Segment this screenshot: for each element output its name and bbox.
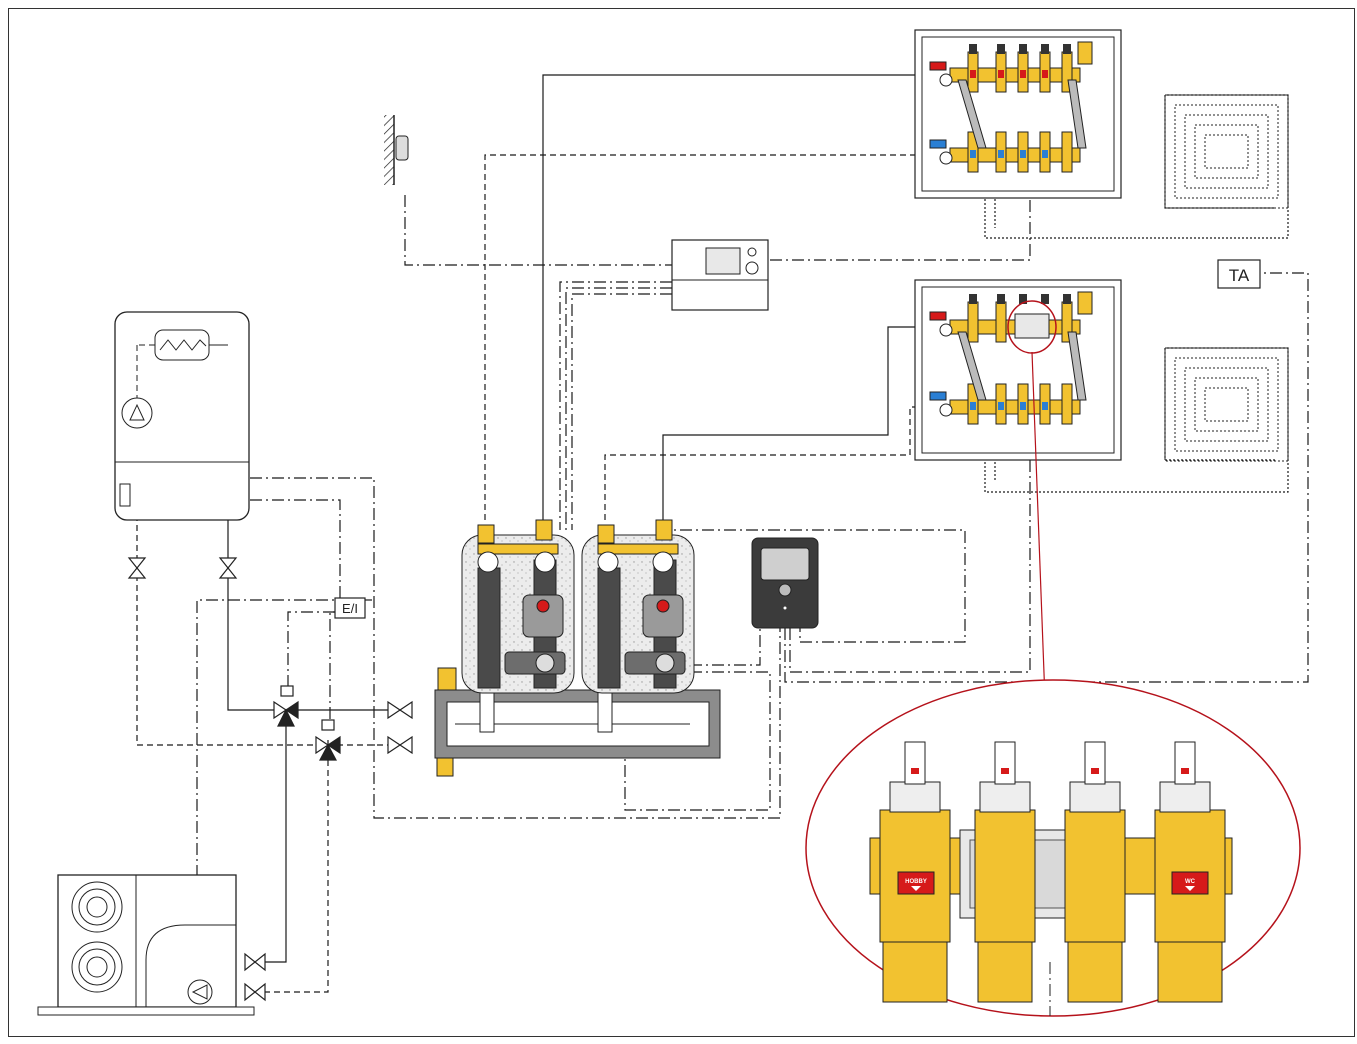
pump-group-1 xyxy=(461,519,575,694)
wire-controller2-1 xyxy=(658,529,966,643)
wire-boiler-1 xyxy=(250,477,781,819)
climate-controller xyxy=(671,239,769,311)
wire-ei-down xyxy=(196,599,350,875)
boiler-valves xyxy=(127,557,238,579)
zone-controller xyxy=(751,537,819,629)
wire-controller-pump-1 xyxy=(559,281,672,530)
wc-tag xyxy=(1171,871,1209,895)
diverter-valves xyxy=(273,685,341,761)
zoom-leader-line xyxy=(1031,351,1046,701)
ei-module: E/I xyxy=(334,597,366,619)
zoom-detail: HOBBY WC xyxy=(805,679,1301,1017)
return-line-top-manifold xyxy=(484,154,930,520)
pump-group-2 xyxy=(581,519,695,694)
outer-border xyxy=(8,8,1355,1037)
wire-controller2-4 xyxy=(789,460,1031,673)
manifold-top xyxy=(914,29,1122,199)
room-thermostat: TA xyxy=(1217,259,1261,289)
wc-tag-label: WC xyxy=(1185,879,1196,885)
hp-return-line xyxy=(265,740,329,993)
boiler-supply-line xyxy=(227,345,390,711)
floor-loop-top xyxy=(1164,94,1289,209)
wire-controller-pump-3 xyxy=(571,293,672,530)
wire-ei-valve xyxy=(287,611,335,690)
hydraulic-header xyxy=(434,667,721,777)
manifold-bottom xyxy=(914,279,1122,461)
ta-label: TA xyxy=(1229,266,1250,285)
wire-controller-pump-2 xyxy=(565,287,672,530)
heat-pump xyxy=(37,874,255,1016)
floor-loop-bottom xyxy=(1164,347,1289,462)
wire-controller2-2 xyxy=(690,628,761,666)
supply-line-bottom-manifold xyxy=(662,326,930,520)
boiler xyxy=(114,311,250,521)
wire-controller2-3 xyxy=(624,671,771,811)
return-line-bottom-manifold xyxy=(604,406,930,520)
gate-valves xyxy=(244,700,413,1002)
hobby-tag-label: HOBBY xyxy=(905,879,927,885)
wire-ta xyxy=(784,272,1309,683)
hp-supply-line xyxy=(265,718,287,963)
wire-ei-valve-2 xyxy=(329,611,345,722)
wire-outdoor-sensor xyxy=(404,195,672,266)
hobby-tag xyxy=(897,871,935,895)
ei-label: E/I xyxy=(342,601,358,616)
loop-top-1 xyxy=(984,94,1289,239)
outdoor-sensor xyxy=(384,115,409,185)
wire-boiler-2 xyxy=(250,499,341,600)
supply-line-top-manifold xyxy=(542,74,930,520)
wire-controller-top-manifold xyxy=(770,175,1031,261)
